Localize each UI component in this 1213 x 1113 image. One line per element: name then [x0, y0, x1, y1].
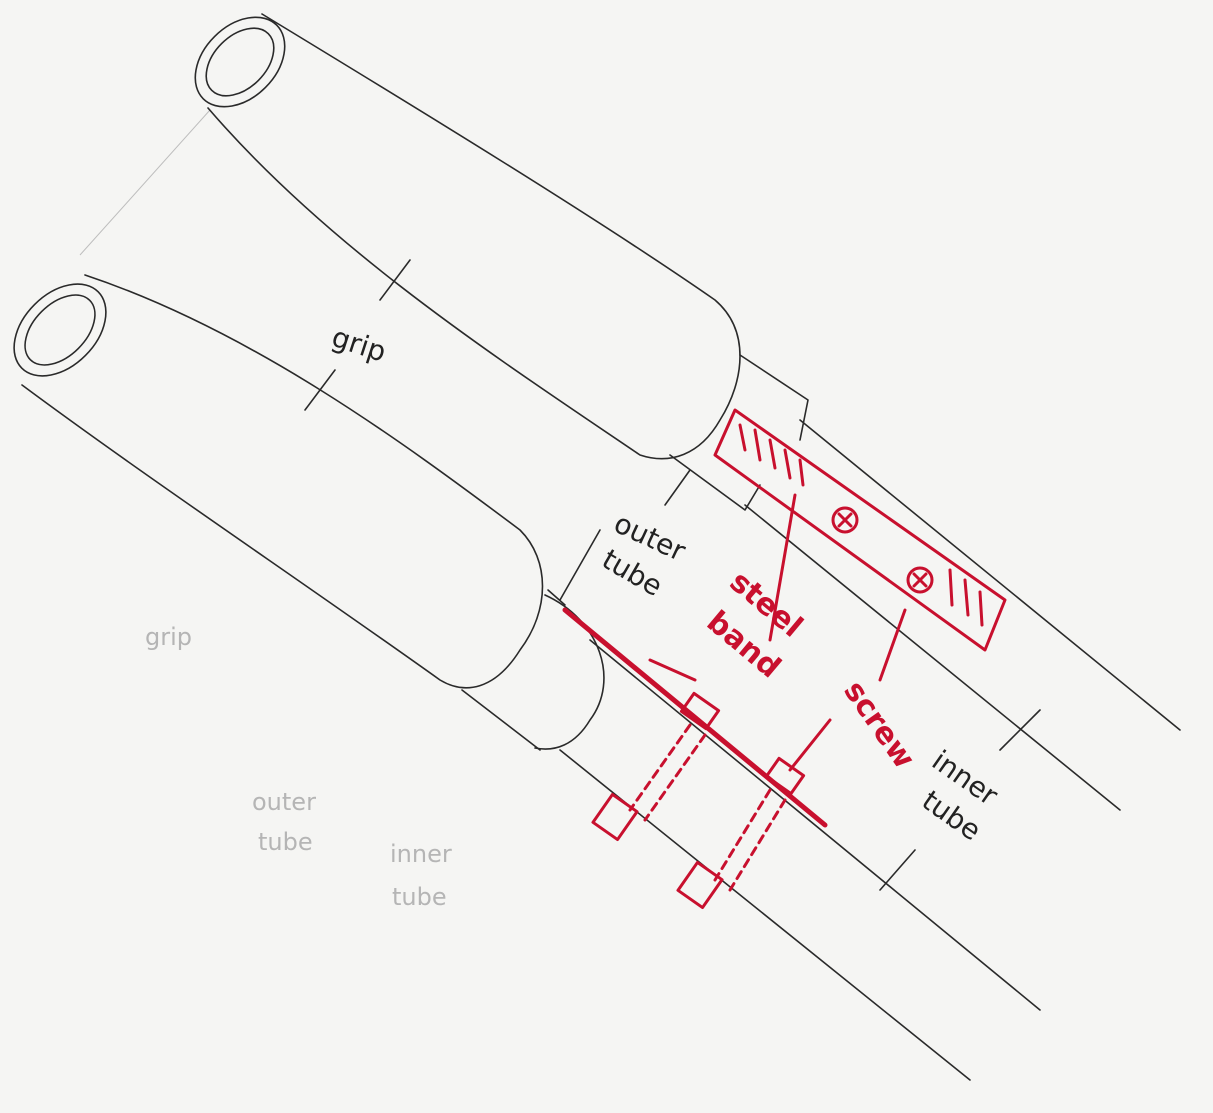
construction-line	[79, 109, 211, 256]
ghost-label-grip: grip	[145, 623, 192, 651]
screw-head-icon	[831, 506, 859, 534]
top-inner-tube	[669, 354, 1181, 811]
screw-head-icon	[906, 566, 934, 594]
label-grip: grip	[328, 320, 390, 368]
bottom-steel-band	[562, 607, 832, 910]
ghost-label-inner-tube: tube	[392, 883, 447, 911]
top-steel-band	[713, 408, 1007, 682]
ghost-label-inner: inner	[390, 840, 452, 868]
top-grip	[194, 13, 741, 460]
label-screw: screw	[836, 675, 921, 776]
grip-dimension-tick	[379, 259, 411, 301]
bottom-inner-tube	[559, 639, 1041, 1081]
ghost-label-outer: outer	[252, 788, 316, 816]
bottom-grip	[13, 274, 544, 689]
outer-tube-tick	[664, 469, 691, 506]
ghost-label-tube: tube	[258, 828, 313, 856]
outer-tube	[461, 529, 605, 751]
grip-dimension-tick	[304, 369, 336, 411]
